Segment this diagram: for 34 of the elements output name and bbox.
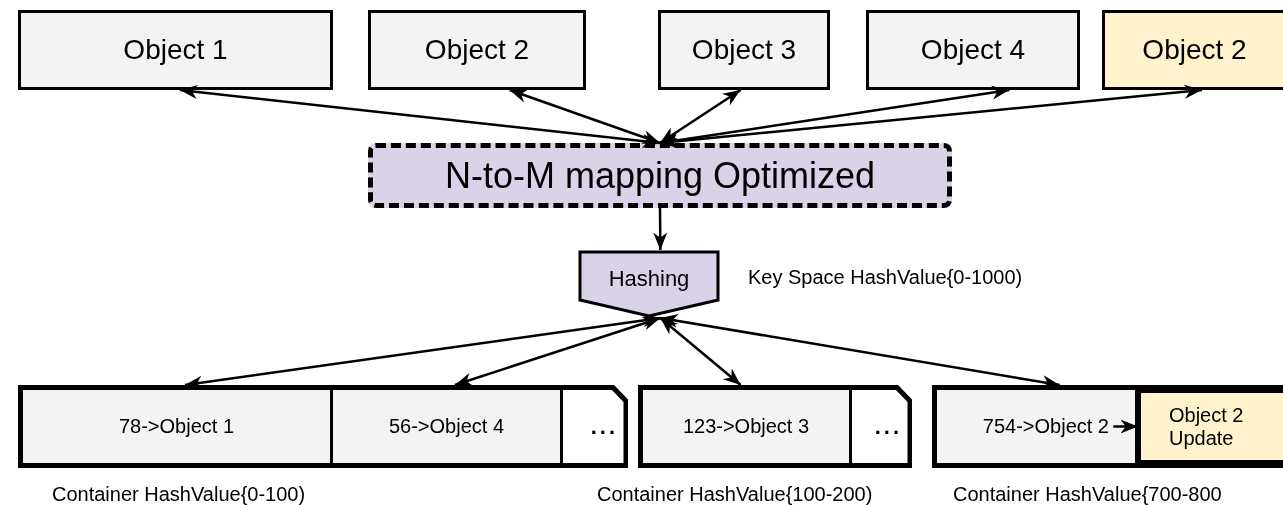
arrow	[659, 84, 1203, 149]
arrow	[454, 316, 661, 387]
node-label: 123->Object 3	[682, 415, 810, 438]
arrow	[179, 84, 661, 149]
arrow	[509, 88, 661, 145]
node-label: Object 1	[123, 34, 228, 66]
caption-text: Container HashValue{0-100)	[52, 483, 306, 505]
arrow	[659, 88, 742, 145]
caption-text: Container HashValue{100-200)	[597, 483, 873, 505]
update-box	[1138, 390, 1283, 463]
arrow	[1113, 419, 1138, 434]
arrow	[659, 85, 1010, 148]
node-label: N-to-M mapping Optimized	[444, 154, 876, 197]
node-label: Object 3	[691, 34, 797, 66]
node-label: 56->Object 4	[388, 415, 505, 438]
node-label: Object 2	[1142, 34, 1247, 66]
node-label: Hashing	[608, 266, 690, 292]
mapping-box	[368, 143, 952, 208]
node-label: Object 2 Update	[1169, 403, 1245, 450]
object-box	[658, 10, 830, 90]
node-label: 754->Object 2	[982, 415, 1109, 438]
node-label: 78->Object 1	[118, 415, 235, 438]
caption-text: Container HashValue{700-800	[953, 483, 1222, 505]
arrow	[659, 317, 742, 386]
object-box	[368, 10, 586, 90]
node-label: Object 2	[424, 34, 530, 66]
object-box	[18, 10, 333, 90]
object-box	[866, 10, 1080, 90]
node-label: Object 4	[920, 34, 1026, 66]
ellipsis-text: ...	[590, 413, 618, 440]
ellipsis-text: ...	[874, 413, 902, 440]
object-box	[1102, 10, 1283, 90]
arrow	[653, 208, 668, 250]
caption-text: Key Space HashValue{0-1000)	[748, 266, 1023, 289]
